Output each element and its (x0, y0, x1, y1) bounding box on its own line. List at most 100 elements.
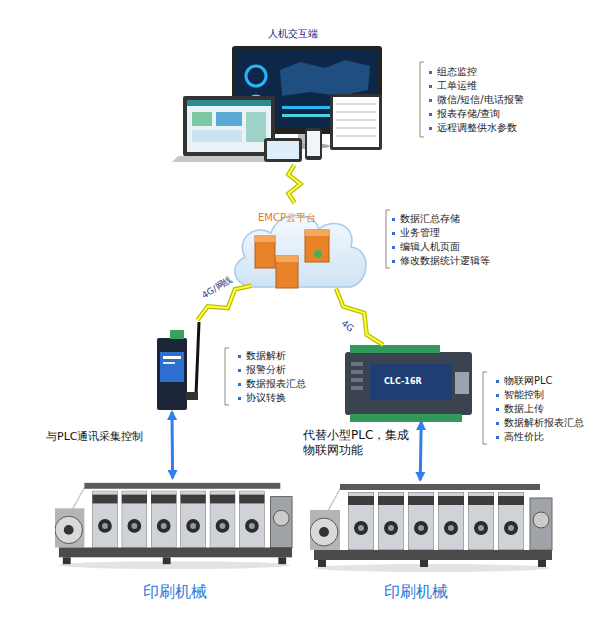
lightning-bolt (336, 289, 383, 346)
feature-item: 业务管理 (400, 227, 440, 239)
node-title: EMCP云平台 (258, 212, 316, 224)
feature-item: 协议转换 (246, 392, 286, 404)
printing-machine: 印刷机械 (55, 478, 295, 570)
server-icons-part (314, 250, 322, 258)
gateway-illustration-part (160, 352, 184, 382)
server-icons (255, 230, 329, 288)
controller-illustration-part (351, 362, 363, 366)
hmi-devices-part (305, 128, 322, 160)
hmi-devices-part (172, 156, 286, 162)
gateway-illustration-part (163, 356, 181, 359)
server-icons-part (305, 230, 329, 236)
feature-item: 物联网PLC (504, 375, 553, 387)
cloud-platform: EMCP云平台数据汇总存储业务管理编辑人机页面修改数据统计逻辑等 (225, 203, 373, 293)
annotation-brackets-part (225, 348, 229, 405)
wireless-link (198, 286, 252, 320)
control-arrow (420, 422, 422, 480)
gateway-illustration-part (186, 392, 198, 400)
node-caption: 印刷机械 (143, 582, 207, 601)
printing-machines-part (310, 484, 552, 572)
hmi-devices-part (183, 96, 275, 156)
feature-item: 数据解析报表汇总 (504, 417, 584, 429)
hmi-devices-part (286, 143, 330, 149)
hmi-devices-part (246, 112, 266, 142)
controller-illustration-part (351, 386, 363, 390)
iot-gateway: 数据解析报警分析数据报表汇总协议转换 (155, 320, 205, 412)
hmi-devices-part (336, 104, 376, 105)
hmi-devices-part (280, 60, 370, 96)
server-icons-part (255, 236, 275, 268)
controller-illustration (345, 345, 472, 422)
hmi-devices-part (232, 46, 382, 134)
controller-illustration-part (350, 345, 440, 353)
hmi-devices-part (333, 97, 379, 147)
edge-label: 代替小型PLC，集成物联网功能 (303, 428, 421, 458)
hmi-devices-part (307, 131, 320, 156)
hmi-devices-part (298, 134, 318, 144)
cloud-outline (235, 215, 366, 287)
controller-illustration-part (350, 414, 462, 422)
hmi-devices-part (336, 128, 376, 129)
hmi-devices-part (336, 136, 376, 137)
edge-label: 4G (339, 318, 356, 335)
wireless-link (336, 289, 383, 346)
feature-item: 报表存储/查询 (437, 108, 500, 120)
feature-item: 高性价比 (504, 431, 544, 443)
hmi-devices-part (282, 114, 342, 117)
feature-item: 智能控制 (504, 389, 544, 401)
hmi-devices-part (246, 66, 266, 86)
hmi-devices-part (336, 120, 376, 121)
hmi-terminal: 人机交互端组态监控工单运维微信/短信/电话报警报表存储/查询远程调整供水参数 (178, 45, 382, 165)
gateway-illustration-part (157, 338, 187, 410)
hmi-devices-part (187, 100, 271, 106)
feature-item: 修改数据统计逻辑等 (400, 255, 490, 267)
server-icons-part (276, 256, 298, 288)
gateway-illustration-part (196, 322, 199, 395)
gateway-illustration-part (163, 362, 175, 364)
node-caption: 印刷机械 (384, 582, 448, 601)
hmi-devices-part (330, 94, 382, 150)
wireless-link (288, 165, 300, 203)
lightning-bolt (288, 165, 300, 203)
arrow-line (419, 422, 423, 480)
hmi-devices-part (267, 141, 299, 159)
node-title: CLC-16R (384, 377, 422, 387)
hmi-devices-part (336, 112, 376, 113)
hmi-devices-part (236, 50, 378, 128)
controller-illustration-part (351, 378, 363, 382)
printing-machines (55, 483, 552, 572)
controller-illustration-part (351, 370, 363, 374)
hmi-devices-part (248, 96, 264, 112)
feature-item: 远程调整供水参数 (437, 122, 517, 134)
feature-item: 数据汇总存储 (400, 213, 460, 225)
server-icons-part (276, 256, 298, 262)
feature-item: 数据报表汇总 (246, 378, 306, 390)
feature-item: 工单运维 (437, 80, 477, 92)
lightning-bolt (198, 286, 252, 320)
feature-item: 微信/短信/电话报警 (437, 94, 524, 106)
node-title: 人机交互端 (268, 28, 318, 40)
gateway-illustration (157, 322, 199, 410)
server-icons-part (255, 236, 275, 242)
annotation-brackets-part (483, 372, 487, 444)
annotation-brackets-part (386, 210, 390, 268)
lightning-bolt (288, 165, 300, 203)
annotation-brackets-part (420, 62, 424, 137)
control-arrow (172, 412, 174, 478)
hmi-devices-part (187, 100, 271, 152)
feature-item: 数据上传 (504, 403, 544, 415)
feature-item: 报警分析 (246, 364, 286, 376)
lightning-bolt (198, 286, 252, 320)
feature-item: 数据解析 (246, 350, 286, 362)
feature-item: 编辑人机页面 (400, 241, 460, 253)
printing-machine: 印刷机械 (310, 480, 555, 572)
gateway-illustration-part (170, 330, 184, 339)
controller-illustration-part (455, 372, 469, 394)
arrow-line (171, 412, 175, 478)
iot-plc: CLC-16R物联网PLC智能控制数据上传数据解析报表汇总高性价比 (345, 345, 472, 422)
feature-item: 组态监控 (437, 66, 477, 78)
edge-label: 与PLC通讯采集控制 (46, 430, 143, 444)
